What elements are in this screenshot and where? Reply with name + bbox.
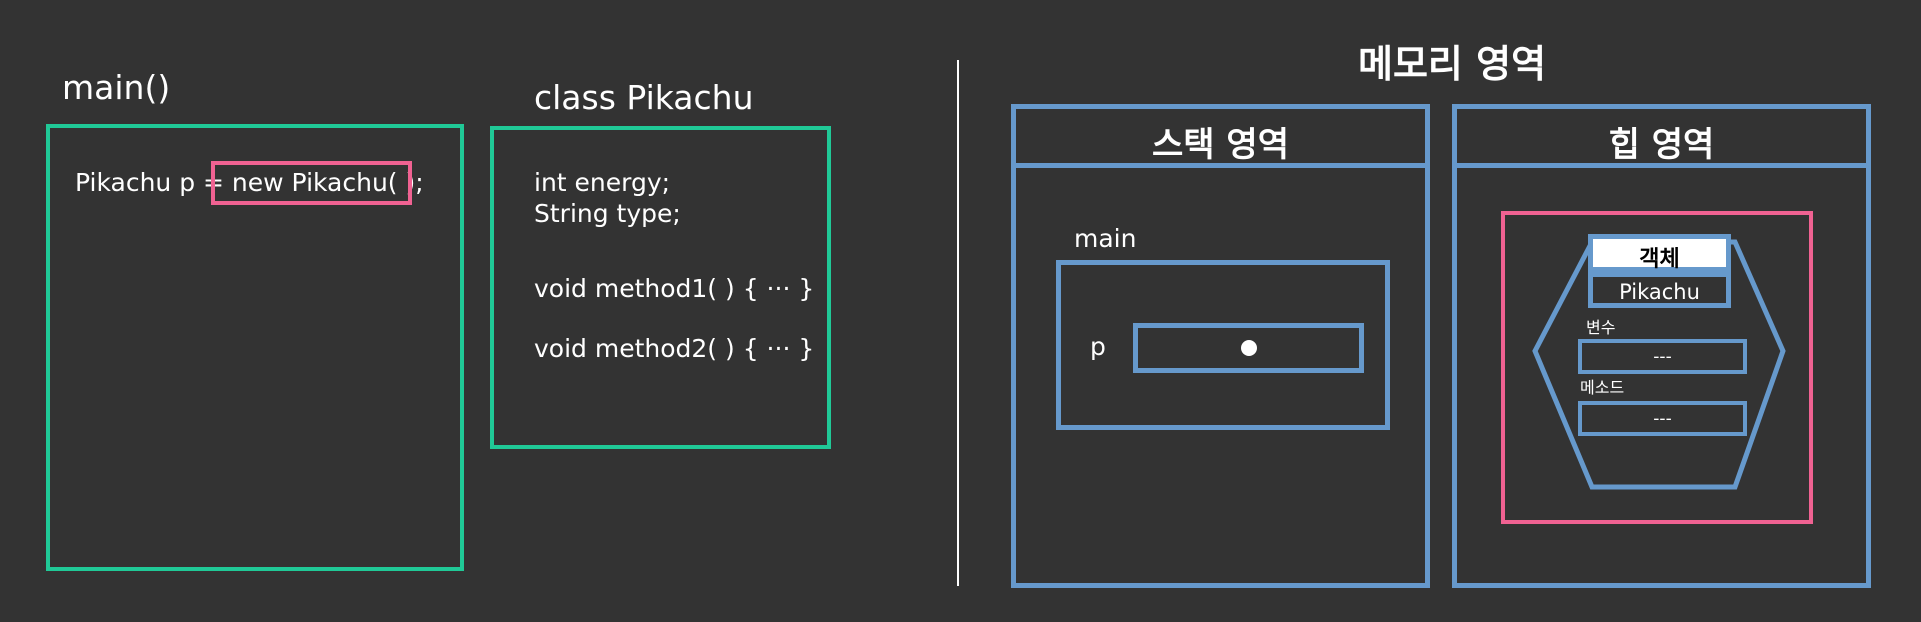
- object-title-box: 객체: [1588, 234, 1731, 272]
- main-code-prefix: Pikachu p =: [75, 168, 232, 197]
- object-methods-label: 메소드: [1580, 378, 1625, 397]
- stack-area: 스택 영역: [1011, 104, 1430, 588]
- heap-area: 힙 영역: [1452, 104, 1871, 588]
- stack-var-box: [1133, 323, 1364, 373]
- reference-dot-icon: [1241, 340, 1257, 356]
- heap-header: 힙 영역: [1457, 109, 1866, 168]
- class-field-type: String type;: [534, 199, 681, 228]
- class-method2: void method2( ) { ··· }: [534, 334, 815, 363]
- stack-frame-label: main: [1074, 224, 1137, 253]
- hexagon-object-shape: [1532, 239, 1786, 490]
- object-hexagon: [1532, 239, 1786, 490]
- object-title: 객체: [1639, 247, 1680, 272]
- stack-frame-box: [1056, 260, 1390, 430]
- new-expression-highlight: [211, 161, 412, 205]
- stack-title: 스택 영역: [1152, 125, 1289, 165]
- object-fields-box: ---: [1578, 339, 1747, 374]
- object-fields-value: ---: [1653, 347, 1672, 367]
- new-expression: new Pikachu( );: [231, 168, 424, 197]
- class-method1: void method1( ) { ··· }: [534, 274, 815, 303]
- section-divider: [957, 60, 959, 586]
- main-method-box: [46, 124, 464, 571]
- class-box: [490, 126, 831, 449]
- class-field-energy: int energy;: [534, 168, 671, 197]
- memory-title: 메모리 영역: [1358, 42, 1547, 86]
- object-fields-label: 변수: [1586, 318, 1616, 337]
- stack-header: 스택 영역: [1016, 109, 1425, 168]
- object-class-name: Pikachu: [1619, 280, 1700, 304]
- main-method-title: main(): [62, 68, 171, 107]
- stack-var-label: p: [1090, 332, 1106, 361]
- object-class-box: Pikachu: [1588, 272, 1731, 308]
- heap-object-region: [1501, 211, 1813, 524]
- class-title: class Pikachu: [534, 78, 754, 117]
- heap-title: 힙 영역: [1608, 125, 1715, 165]
- object-methods-value: ---: [1653, 409, 1672, 429]
- object-methods-box: ---: [1578, 401, 1747, 436]
- main-code-line: Pikachu p = new Pikachu( );: [75, 168, 424, 197]
